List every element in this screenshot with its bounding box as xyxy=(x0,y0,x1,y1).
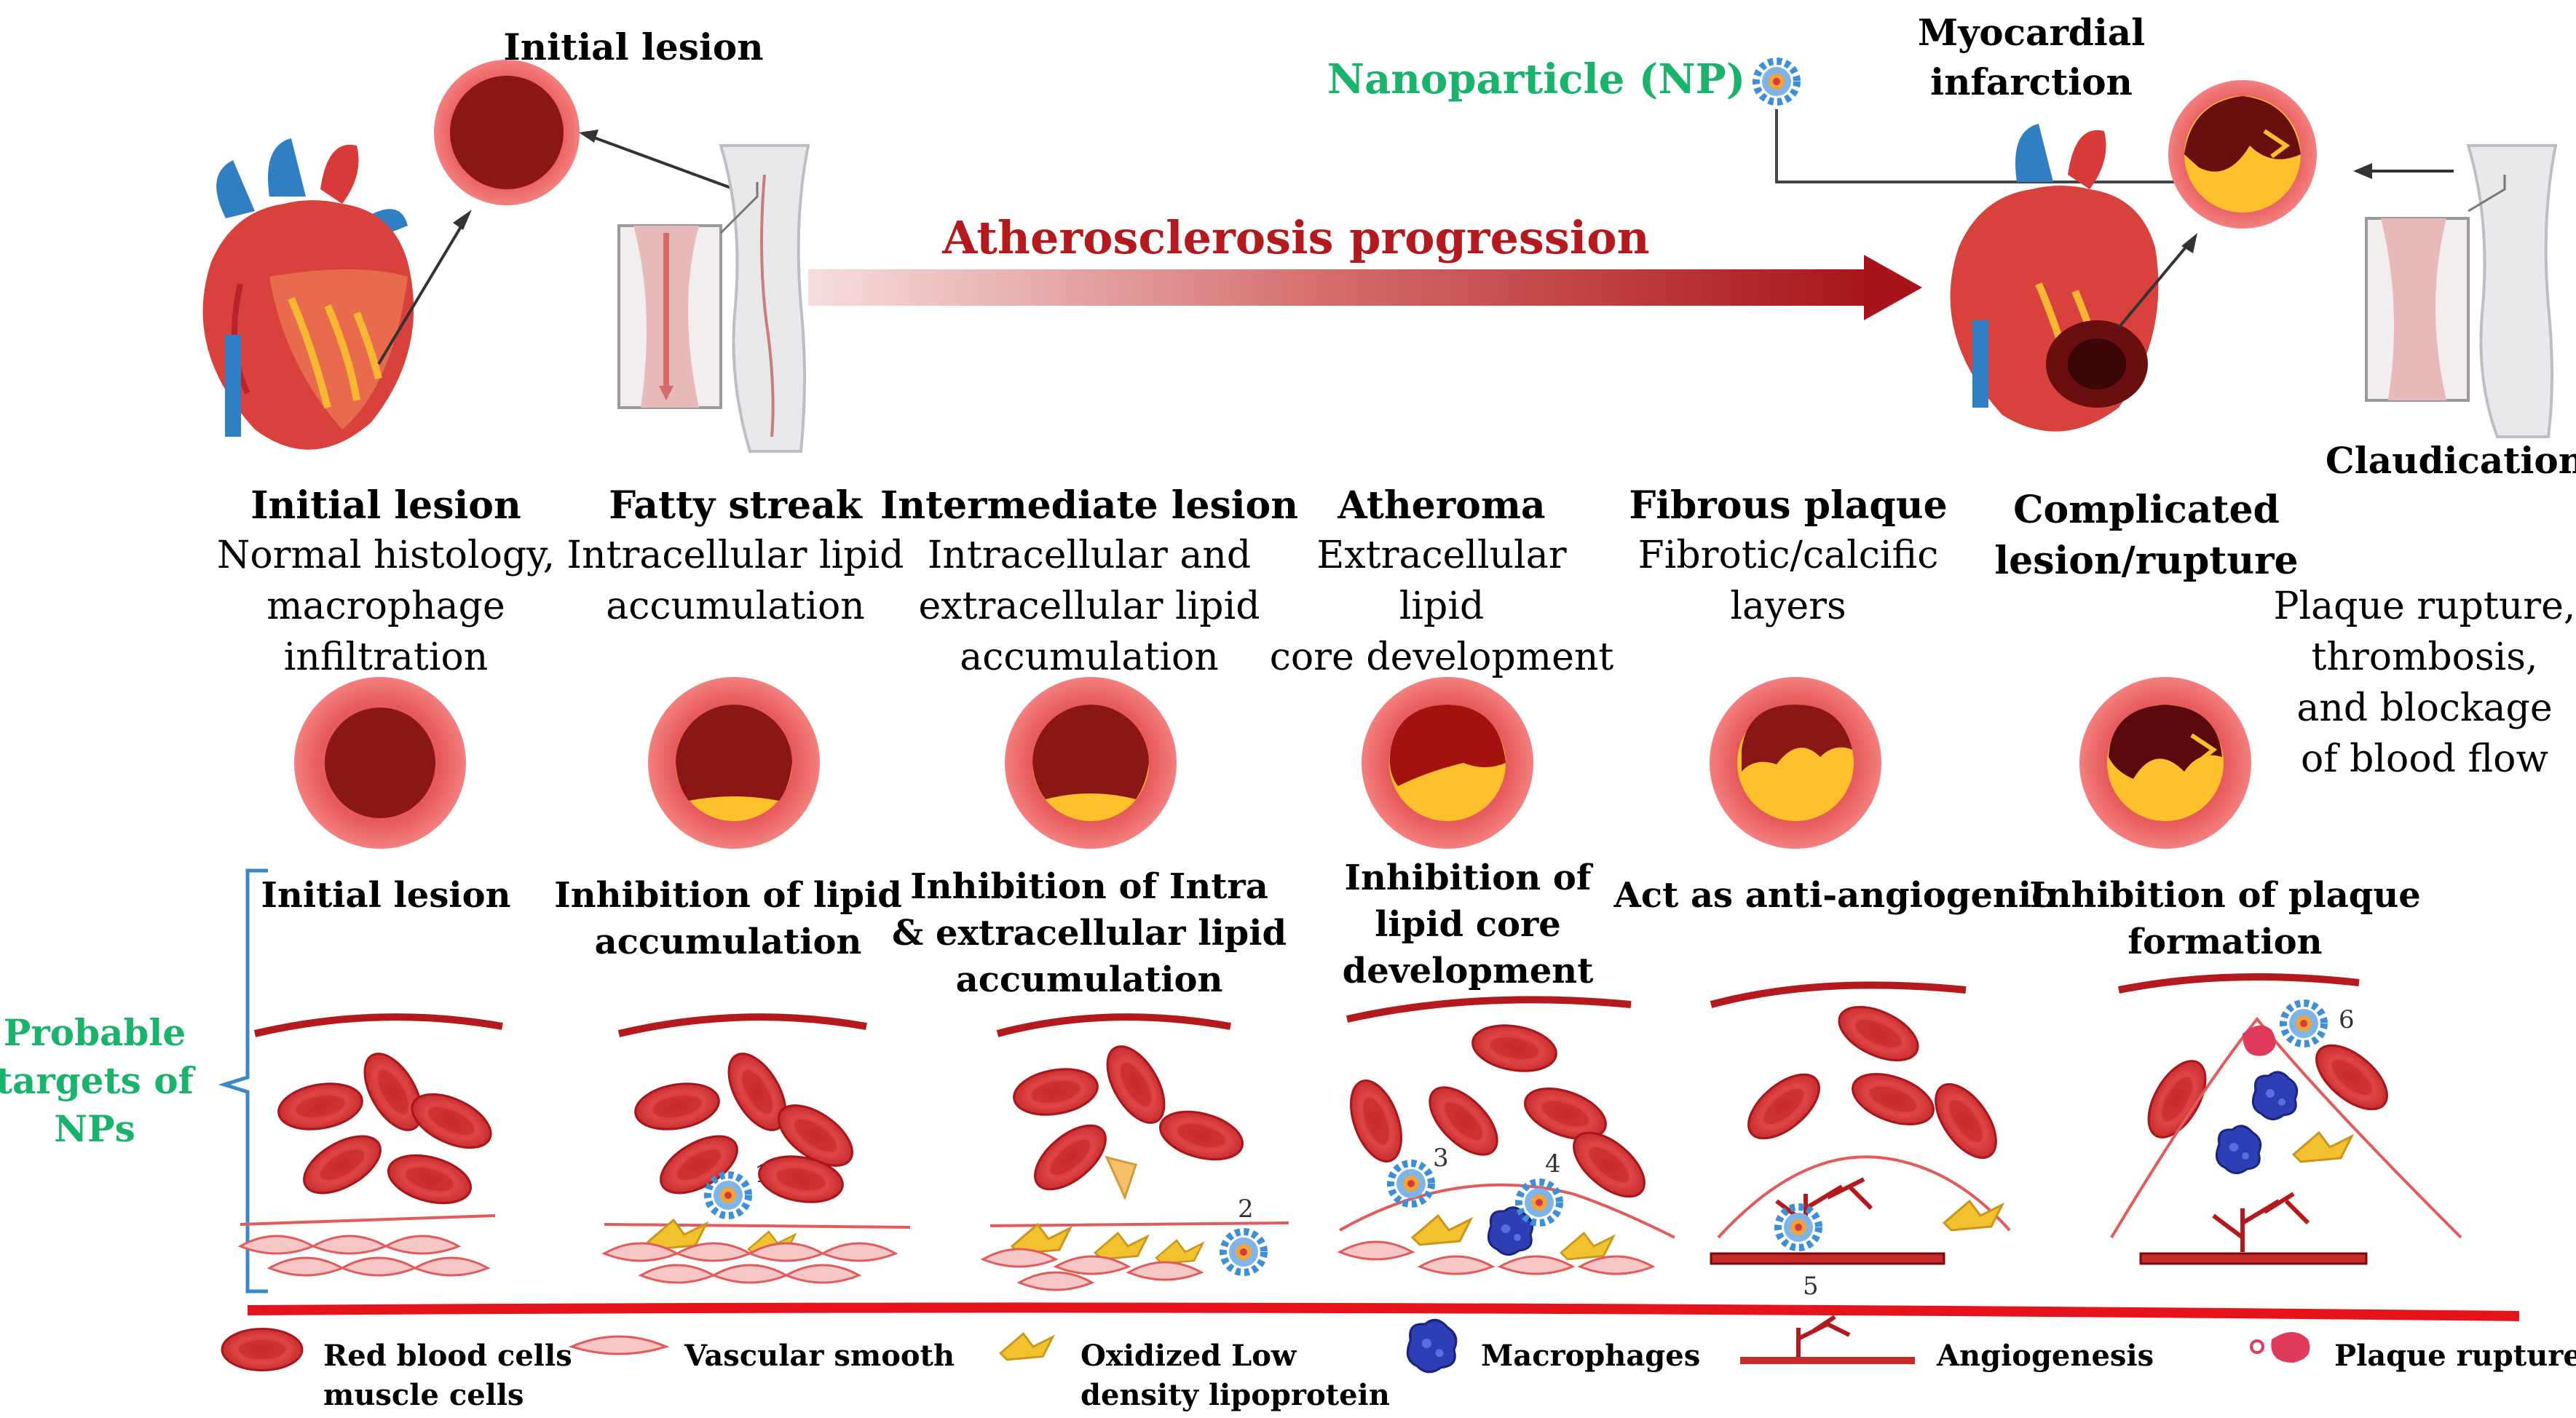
stage-description-6: thrombosis, xyxy=(2312,635,2538,679)
target-panel-2 xyxy=(603,1013,911,1284)
oxidized-ldl-icon xyxy=(999,1332,1054,1361)
stage-title-6: Complicated xyxy=(2013,488,2280,532)
myocardial-label-line1: Myocardial xyxy=(1918,11,2145,54)
claudication-label: Claudication xyxy=(2326,439,2576,482)
angiogenesis-icon xyxy=(1740,1315,1915,1364)
nanoparticle-label: Nanoparticle (NP) xyxy=(1327,55,1745,103)
stage-description-4: Extracellular xyxy=(1316,534,1566,577)
stage-description-5: layers xyxy=(1730,585,1846,628)
initial-lesion-top-vessel xyxy=(434,60,580,205)
stage-description-6: and blockage xyxy=(2296,686,2552,730)
legend-label-5: Angiogenesis xyxy=(1936,1339,2154,1373)
stage-vessel-4 xyxy=(1362,677,1533,849)
targets-label-line1: Probable xyxy=(4,1011,186,1054)
macrophage-icon xyxy=(1406,1318,1458,1374)
stage-vessel-2 xyxy=(648,677,820,849)
vascular-smooth-muscle-icon xyxy=(570,1335,668,1355)
stage-description-3: accumulation xyxy=(960,635,1219,679)
leg-illustration-left xyxy=(617,144,810,453)
target-panel-6 xyxy=(2110,973,2462,1265)
stage-title-6: lesion/rupture xyxy=(1994,539,2298,583)
plaque-rupture-icon xyxy=(2250,1332,2310,1363)
targets-label-line2: targets of xyxy=(0,1059,197,1102)
initial-lesion-top-title: Initial lesion xyxy=(503,25,763,68)
stage-description-1: infiltration xyxy=(284,635,489,679)
stage-description-6: Plaque rupture, xyxy=(2274,585,2576,628)
stage-vessel-5 xyxy=(1710,677,1881,849)
target-panel-5 xyxy=(1710,981,2011,1265)
target-label-2: Inhibition of lipid xyxy=(554,875,902,916)
nanoparticle-icon xyxy=(1756,61,1797,102)
divider-line xyxy=(247,1302,2520,1321)
target-panel-1 xyxy=(239,1013,503,1277)
stage-title-2: Fatty streak xyxy=(609,483,863,528)
target-label-2: accumulation xyxy=(595,922,862,962)
stage-description-2: Intracellular lipid xyxy=(567,534,904,577)
progression-arrow xyxy=(808,255,1922,320)
stage-description-3: Intracellular and xyxy=(928,534,1251,577)
marker-5: 5 xyxy=(1803,1272,1819,1301)
legend-label-1: muscle cells xyxy=(323,1378,524,1412)
target-label-3: & extracellular lipid xyxy=(892,913,1287,954)
stage-description-4: lipid xyxy=(1399,585,1484,628)
stage-vessel-6 xyxy=(2079,677,2251,849)
legend-label-3: Oxidized Low xyxy=(1080,1339,1297,1373)
stage-title-3: Intermediate lesion xyxy=(880,483,1298,528)
heart-illustration-right xyxy=(1950,124,2159,432)
stage-vessel-3 xyxy=(1005,677,1177,849)
target-label-3: accumulation xyxy=(956,959,1223,1000)
target-label-4: Inhibition of xyxy=(1345,857,1594,898)
stage-description-2: accumulation xyxy=(606,585,865,628)
stage-description-5: Fibrotic/calcific xyxy=(1638,534,1939,577)
target-label-4: development xyxy=(1343,951,1594,991)
stage-description-1: macrophage xyxy=(266,585,505,628)
red-blood-cell-icon xyxy=(221,1328,304,1371)
legend-label-2: Vascular smooth xyxy=(684,1339,955,1373)
complicated-lesion-top-vessel xyxy=(2168,80,2317,229)
progression-label: Atherosclerosis progression xyxy=(941,211,1649,264)
target-label-6: Inhibition of plaque xyxy=(2029,875,2421,916)
heart-illustration-left xyxy=(202,138,414,450)
leg-illustration-right xyxy=(2365,144,2558,438)
stage-description-6: of blood flow xyxy=(2301,737,2548,781)
stage-description-3: extracellular lipid xyxy=(919,585,1260,628)
target-label-5: Act as anti-angiogenic xyxy=(1613,875,2053,916)
legend-label-4: Macrophages xyxy=(1481,1339,1700,1373)
stage-title-1: Initial lesion xyxy=(250,483,521,528)
targets-label-line3: NPs xyxy=(54,1107,135,1150)
target-panel-4 xyxy=(1338,996,1675,1275)
stage-title-4: Atheroma xyxy=(1337,483,1545,528)
target-label-6: formation xyxy=(2127,922,2322,962)
marker-3: 3 xyxy=(1433,1144,1449,1173)
legend-label-6: Plaque rupture xyxy=(2334,1339,2576,1373)
stage-vessel-1 xyxy=(294,677,466,849)
legend-label-3: density lipoprotein xyxy=(1080,1378,1390,1412)
marker-4: 4 xyxy=(1545,1149,1561,1179)
stage-description-4: core development xyxy=(1270,635,1614,679)
myocardial-label-line2: infarction xyxy=(1930,60,2133,103)
legend: Red blood cells muscle cells Vascular smoo… xyxy=(221,1315,2576,1412)
target-label-1: Initial lesion xyxy=(261,875,511,916)
target-label-4: lipid core xyxy=(1375,904,1561,945)
target-panel-3 xyxy=(981,1013,1289,1291)
target-label-3: Inhibition of Intra xyxy=(910,866,1268,907)
stage-title-5: Fibrous plaque xyxy=(1629,483,1947,528)
stage-description-1: Normal histology, xyxy=(217,534,555,577)
marker-2: 2 xyxy=(1238,1195,1254,1224)
targets-bracket xyxy=(218,868,268,1294)
marker-6: 6 xyxy=(2339,1005,2355,1034)
legend-label-1: Red blood cells xyxy=(323,1339,572,1373)
